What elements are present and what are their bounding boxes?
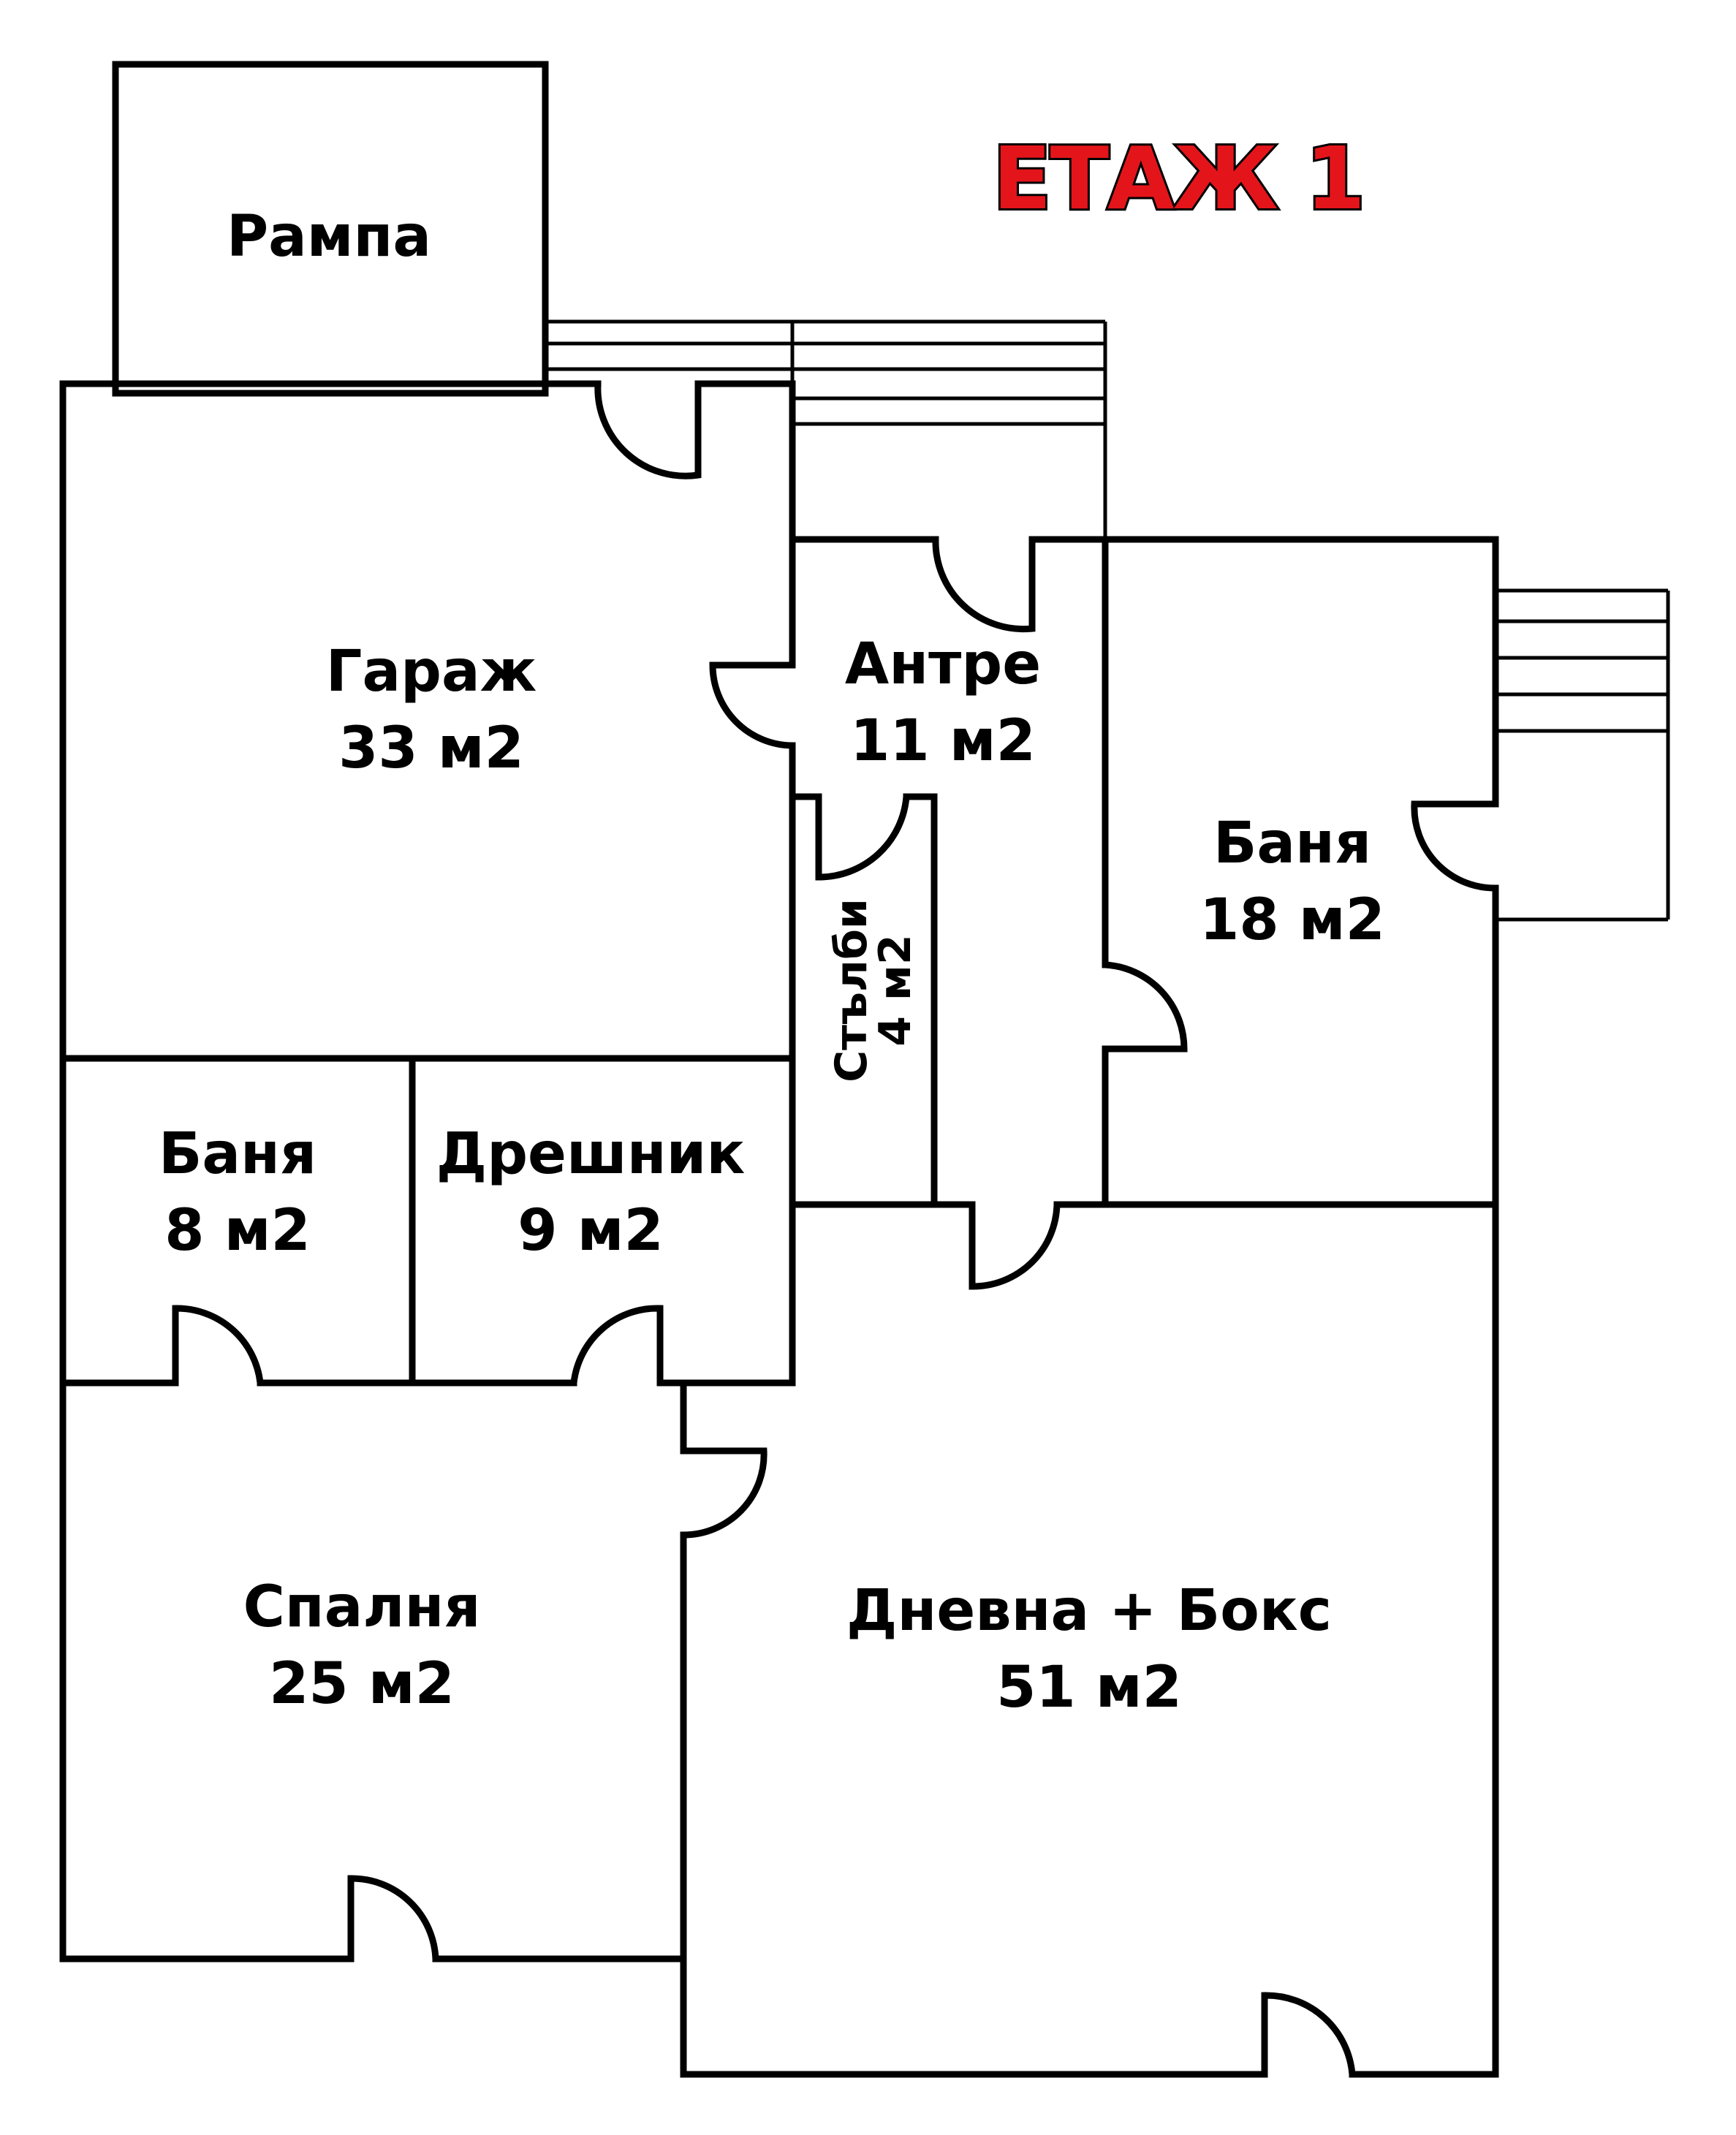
bath-large-name: Баня: [1213, 811, 1371, 876]
ramp-label: Рампа: [227, 204, 431, 270]
walls: [59, 380, 1499, 2078]
garage-entrance-door: [709, 661, 793, 749]
bath-side-door: [1411, 800, 1496, 892]
front-stairs: [545, 319, 1107, 537]
floor-title: ЕТАЖ 1: [993, 128, 1364, 229]
doors: [172, 383, 1496, 2075]
garage-front-door: [594, 383, 702, 479]
small-bath-door: [172, 1305, 264, 1384]
bath-large: Баня 18 м2: [1199, 811, 1385, 953]
living-entrance-door: [969, 1204, 1061, 1290]
bedroom-name: Спалня: [243, 1574, 481, 1640]
living-left-door: [683, 1447, 767, 1539]
garage: Гараж 33 м2: [326, 639, 537, 781]
closet-door: [570, 1305, 664, 1384]
side-stairs: [1496, 588, 1670, 922]
bedroom-door: [347, 1875, 439, 1960]
living-bottom-door: [1261, 1992, 1356, 2075]
stairs: Стълби 4 м2: [826, 898, 921, 1082]
bath-small-area: 8 м2: [164, 1198, 310, 1264]
stairs-door: [818, 796, 910, 881]
ramp: Рампа: [112, 61, 549, 397]
bedroom: Спалня 25 м2: [243, 1574, 481, 1717]
living-area: 51 м2: [996, 1655, 1182, 1721]
closet: Дрешник 9 м2: [436, 1121, 746, 1264]
stairs-area: 4 м2: [870, 934, 921, 1046]
garage-area: 33 м2: [338, 716, 524, 781]
entrance-area: 11 м2: [850, 708, 1036, 774]
bedroom-area: 25 м2: [269, 1651, 455, 1717]
living-room: Дневна + Бокс 51 м2: [846, 1578, 1332, 1721]
garage-name: Гараж: [326, 639, 537, 705]
ramp-outline: [112, 61, 549, 397]
closet-name: Дрешник: [436, 1121, 746, 1187]
bath-small: Баня 8 м2: [159, 1121, 317, 1264]
bath-large-area: 18 м2: [1199, 887, 1385, 953]
entrance-name: Антре: [845, 632, 1041, 697]
living-name: Дневна + Бокс: [846, 1578, 1332, 1644]
entrance: Антре 11 м2: [845, 632, 1041, 774]
bath-small-name: Баня: [159, 1121, 317, 1187]
stairs-name: Стълби: [826, 898, 877, 1082]
bath-entrance-door: [1104, 961, 1188, 1053]
entrance-front-door: [932, 539, 1036, 633]
closet-area: 9 м2: [518, 1198, 663, 1264]
